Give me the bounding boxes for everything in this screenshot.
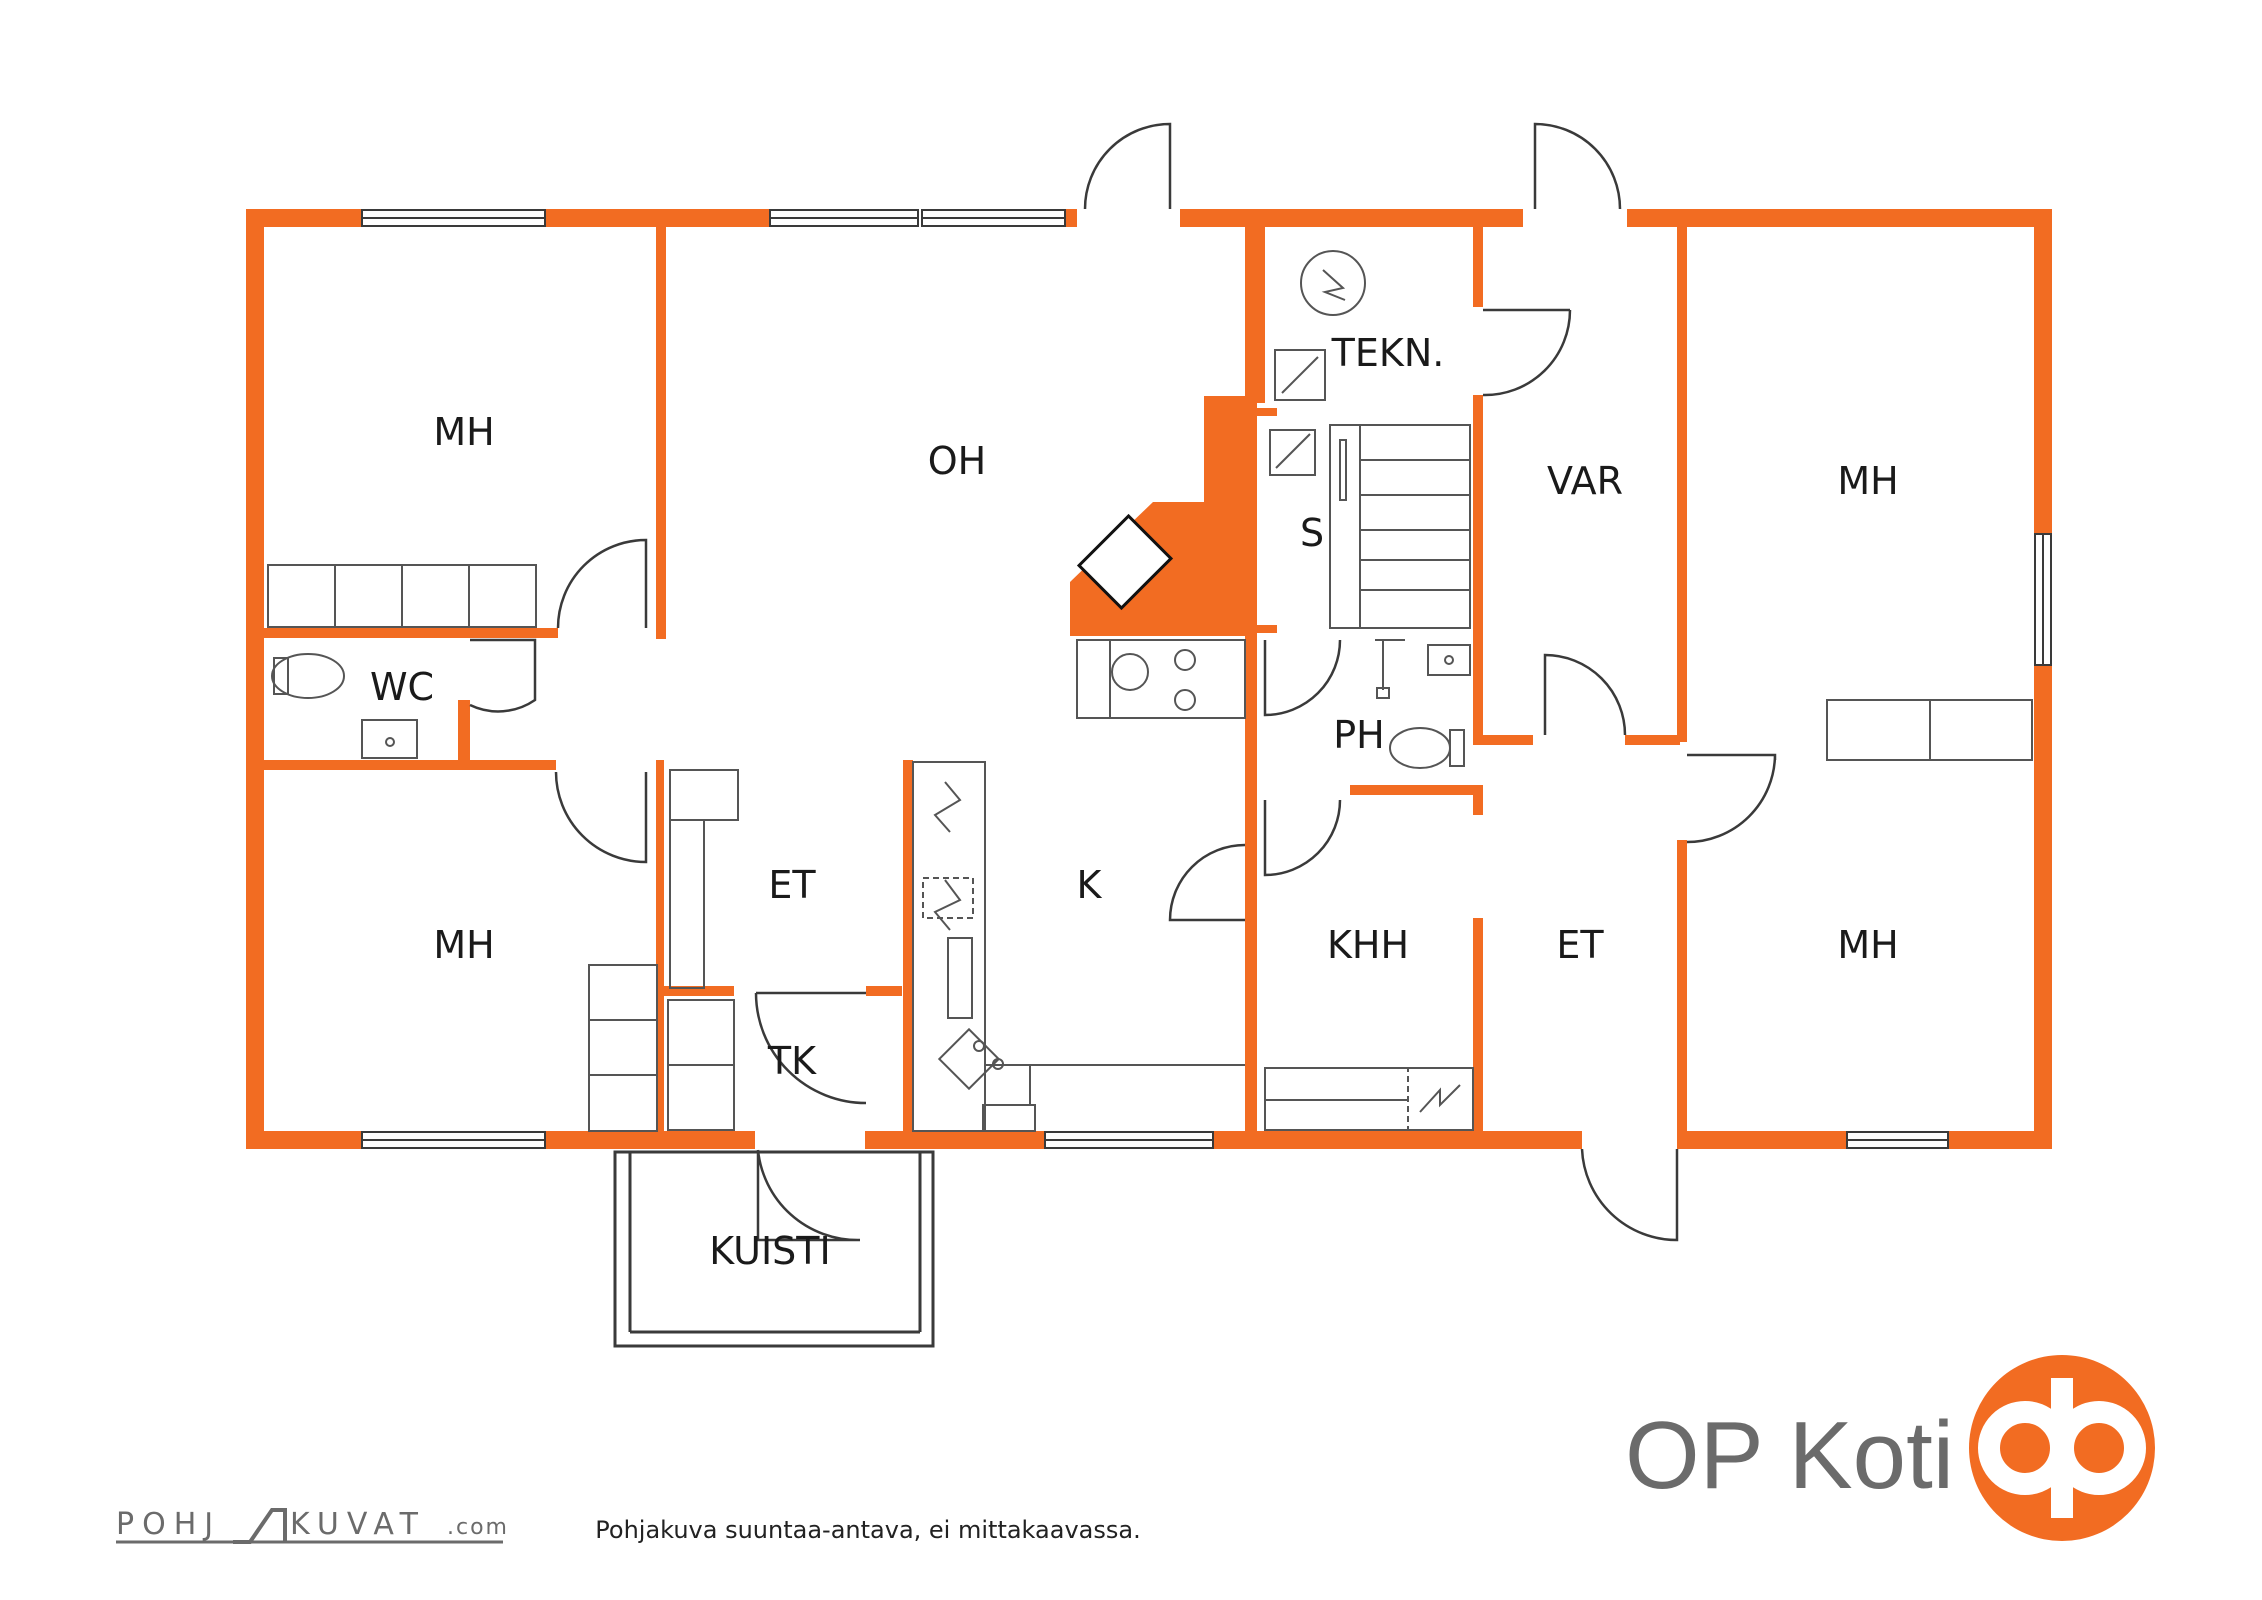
room-label-s: S bbox=[1300, 511, 1324, 555]
door-mh-top-left bbox=[556, 538, 648, 629]
ph-sink-icon bbox=[1427, 644, 1471, 676]
room-label-tekn: TEKN. bbox=[1331, 331, 1445, 375]
door-entry-bottom bbox=[1580, 1148, 1679, 1242]
room-label-oh: OH bbox=[928, 439, 986, 483]
windows bbox=[361, 209, 2052, 1149]
door-entry-top-left bbox=[1083, 122, 1172, 210]
room-label-ph: PH bbox=[1333, 713, 1385, 757]
op-logo-icon bbox=[1969, 1355, 2155, 1541]
room-label-mh-top-right: MH bbox=[1837, 459, 1898, 503]
sauna-benches bbox=[1329, 424, 1471, 629]
credit-right: KUVAT bbox=[290, 1507, 426, 1542]
boiler-icon bbox=[1300, 250, 1366, 316]
room-label-mh-top-left: MH bbox=[433, 410, 494, 454]
room-label-et-left: ET bbox=[768, 863, 816, 907]
wc-sink-icon bbox=[361, 719, 418, 759]
room-label-k: K bbox=[1077, 863, 1103, 907]
room-label-mh-bottom-right: MH bbox=[1837, 923, 1898, 967]
fixtures bbox=[267, 250, 2033, 1132]
door-khh bbox=[1263, 799, 1342, 877]
porch-outline bbox=[613, 1150, 935, 1348]
outer-walls bbox=[246, 209, 2052, 1149]
room-label-tk: TK bbox=[767, 1039, 817, 1083]
ph-toilet-icon bbox=[1389, 727, 1451, 769]
credit-suffix: .com bbox=[447, 1515, 509, 1540]
door-khh-k bbox=[1168, 843, 1246, 922]
pohjakuvat-credit: POHJ KUVAT .com bbox=[116, 1507, 509, 1544]
brand-name: OP Koti bbox=[1625, 1402, 1954, 1509]
credit-left: POHJ bbox=[116, 1507, 221, 1542]
door-tk bbox=[754, 991, 867, 1105]
wc-toilet-icon bbox=[271, 653, 345, 699]
door-ph bbox=[1263, 639, 1342, 717]
stove-icon bbox=[1076, 639, 1246, 719]
room-label-wc: WC bbox=[370, 665, 434, 709]
room-label-et-right: ET bbox=[1556, 923, 1604, 967]
room-label-mh-bottom-left: MH bbox=[433, 923, 494, 967]
room-label-kuisti: KUISTI bbox=[709, 1229, 830, 1273]
door-kuisti bbox=[756, 1149, 860, 1242]
disclaimer-caption: Pohjakuva suuntaa-antava, ei mittakaavas… bbox=[595, 1516, 1140, 1544]
kitchen-counter bbox=[912, 761, 986, 1132]
door-entry-top-right bbox=[1533, 122, 1622, 210]
credit-mark-icon bbox=[233, 1508, 287, 1544]
door-var bbox=[1543, 653, 1627, 736]
room-label-khh: KHH bbox=[1327, 923, 1409, 967]
room-labels: MH OH TEKN. S VAR MH WC PH ET K MH KHH E… bbox=[370, 331, 1899, 1273]
door-mh-bottom-left bbox=[554, 771, 648, 864]
door-mh-right bbox=[1686, 753, 1777, 844]
doors bbox=[469, 122, 1777, 1242]
interior-walls bbox=[264, 227, 1687, 1131]
wardrobe-bottom-left bbox=[588, 964, 658, 1132]
door-wc bbox=[469, 638, 537, 713]
door-tekn bbox=[1482, 308, 1572, 397]
brand: OP Koti bbox=[1625, 1355, 2155, 1541]
room-label-var: VAR bbox=[1547, 459, 1623, 503]
